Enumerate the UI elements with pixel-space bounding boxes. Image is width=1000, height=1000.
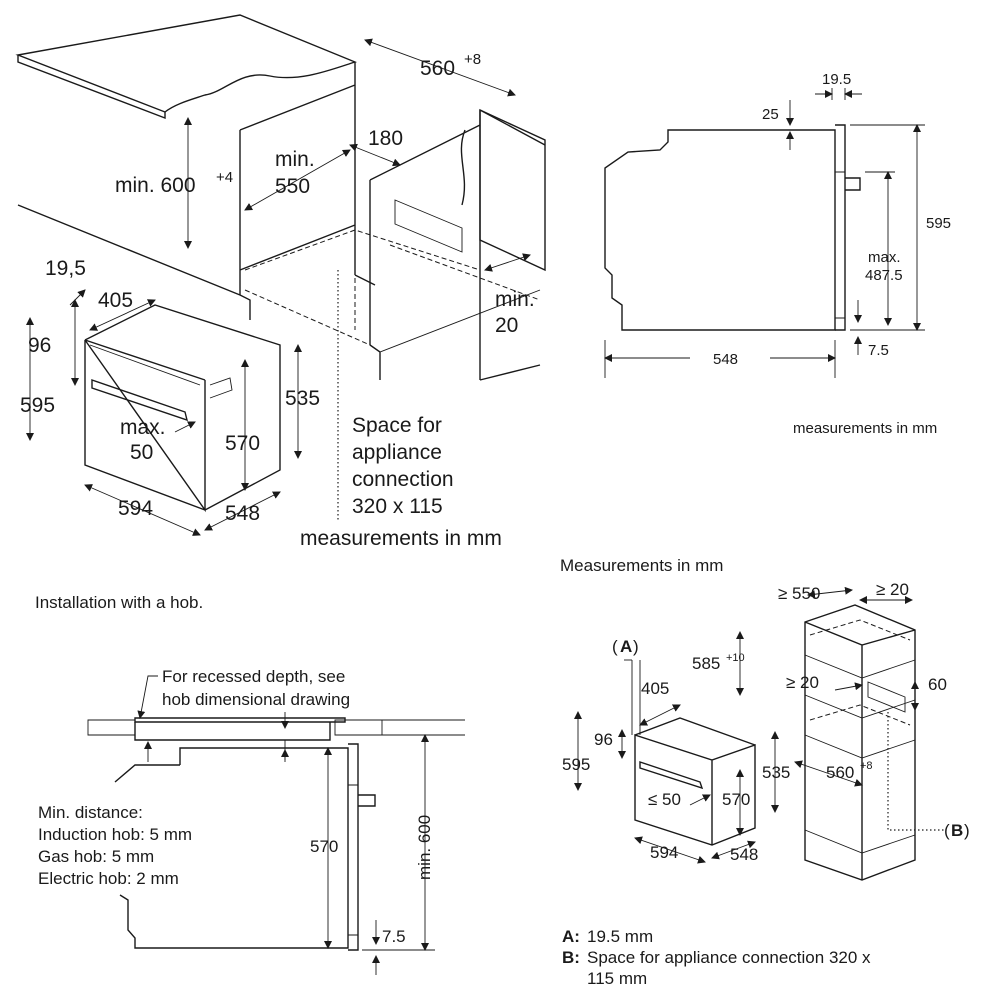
dim-side-min-label: min.: [495, 288, 535, 311]
connection-text-2: appliance: [352, 441, 442, 464]
hob-min-distance-2: Induction hob: 5 mm: [38, 825, 192, 844]
br-label-b-close: ): [964, 821, 970, 840]
dim-height: 595: [20, 394, 55, 417]
hob-note-1: For recessed depth, see: [162, 667, 345, 686]
diagram-bottom-left: Installation with a hob. For recessed de…: [35, 593, 465, 975]
tall-cabinet: [804, 604, 916, 881]
br-label-a-close: ): [633, 637, 639, 656]
br-dim-width: 594: [650, 843, 678, 862]
legend-key-a: A:: [562, 927, 580, 946]
diagram-top-left: 560 +8 min. 600 +4 min. 550 180 min. 20 …: [15, 14, 546, 550]
legend: A: 19.5 mm B: Space for appliance connec…: [562, 927, 871, 988]
dim-depth-min-value: 550: [275, 175, 310, 198]
br-dim-side: ≥ 20: [876, 580, 909, 599]
dim-handle-max-label: max.: [120, 416, 166, 439]
br-label-a: A: [620, 637, 632, 656]
br-dim-front-panel: 96: [594, 730, 613, 749]
dim-handle-max-value: 50: [130, 441, 153, 464]
hob-title: Installation with a hob.: [35, 593, 203, 612]
tr-dim-max-label: max.: [868, 249, 901, 266]
diagram-top-right: 19.5 25 595 max. 487.5 7.5 548 measureme…: [604, 71, 951, 437]
hob-dim-min: min. 600: [415, 815, 434, 880]
dim-height-min: min. 600: [115, 174, 196, 197]
br-dim-gap: ≥ 20: [786, 673, 819, 692]
legend-text-b-cont: 115 mm: [587, 969, 647, 988]
connection-box: [394, 199, 463, 253]
br-dim-tall-tol: +10: [726, 652, 745, 664]
dim-side-height: 535: [285, 387, 320, 410]
br-dim-tall: 585: [692, 654, 720, 673]
units-top-right: measurements in mm: [793, 420, 937, 437]
dim-panel: 19,5: [45, 257, 86, 280]
oven-body: [84, 304, 281, 513]
hob-min-distance-1: Min. distance:: [38, 803, 143, 822]
tall-oven-handle: [639, 761, 704, 790]
hob-dim-bottom: 7.5: [382, 927, 406, 946]
br-label-b-open: (: [944, 821, 950, 840]
br-dim-sixty: 60: [928, 675, 947, 694]
dim-inner-height: 570: [225, 432, 260, 455]
hob-worktop-left: [87, 719, 136, 736]
units-top-left: measurements in mm: [300, 527, 502, 550]
dim-cab-width: 560: [420, 57, 455, 80]
dim-cab-width-tol: +8: [464, 51, 481, 68]
oven-profile: [604, 129, 836, 331]
worktop: [15, 14, 358, 113]
tr-dim-height: 595: [926, 215, 951, 232]
tr-dim-depth: 548: [713, 351, 738, 368]
legend-text-b: Space for appliance connection 320 x: [587, 948, 871, 967]
dim-top-depth: 405: [98, 289, 133, 312]
dim-side-min-value: 20: [495, 314, 518, 337]
br-dim-cab-depth: ≥ 550: [778, 584, 820, 603]
oven-handle: [91, 379, 188, 422]
tr-dim-top-gap: 25: [762, 106, 779, 123]
hob-oven-outline: [119, 747, 349, 949]
br-dim-top-depth: 405: [641, 679, 669, 698]
br-dim-depth: 548: [730, 845, 758, 864]
tr-dim-max-value: 487.5: [865, 267, 903, 284]
legend-key-b: B:: [562, 948, 580, 967]
tr-dim-bottom: 7.5: [868, 342, 889, 359]
tr-dim-panel: 19.5: [822, 71, 851, 88]
units-bottom-right: Measurements in mm: [560, 556, 723, 575]
dim-gap: 180: [368, 127, 403, 150]
dim-width: 594: [118, 497, 153, 520]
hob-dim-height: 570: [310, 837, 338, 856]
hob-note-2: hob dimensional drawing: [162, 690, 350, 709]
dim-front-panel: 96: [28, 334, 51, 357]
dim-depth: 548: [225, 502, 260, 525]
connection-text-1: Space for: [352, 414, 442, 437]
legend-text-a: 19.5 mm: [587, 927, 653, 946]
connection-text-4: 320 x 115: [352, 495, 443, 518]
hob-min-distance-4: Electric hob: 2 mm: [38, 869, 179, 888]
br-dim-handle: ≤ 50: [648, 790, 681, 809]
br-dim-cab-width: 560: [826, 763, 854, 782]
hob-min-distance-3: Gas hob: 5 mm: [38, 847, 154, 866]
br-label-a-open: (: [612, 637, 618, 656]
dim-depth-min-label: min.: [275, 148, 315, 171]
tall-oven-body: [634, 717, 756, 846]
br-dim-height: 595: [562, 755, 590, 774]
connection-text-3: connection: [352, 468, 454, 491]
cabinet-outline: [17, 62, 376, 320]
tall-connection-box: [867, 681, 906, 713]
br-dim-cab-width-tol: +8: [860, 760, 873, 772]
br-dim-inner-height: 570: [722, 790, 750, 809]
dim-height-tol: +4: [216, 169, 233, 186]
br-dim-side-height: 535: [762, 763, 790, 782]
br-label-b: B: [951, 821, 963, 840]
diagram-bottom-right: Measurements in mm ( A ) ≥ 550 ≥ 20: [560, 556, 970, 988]
